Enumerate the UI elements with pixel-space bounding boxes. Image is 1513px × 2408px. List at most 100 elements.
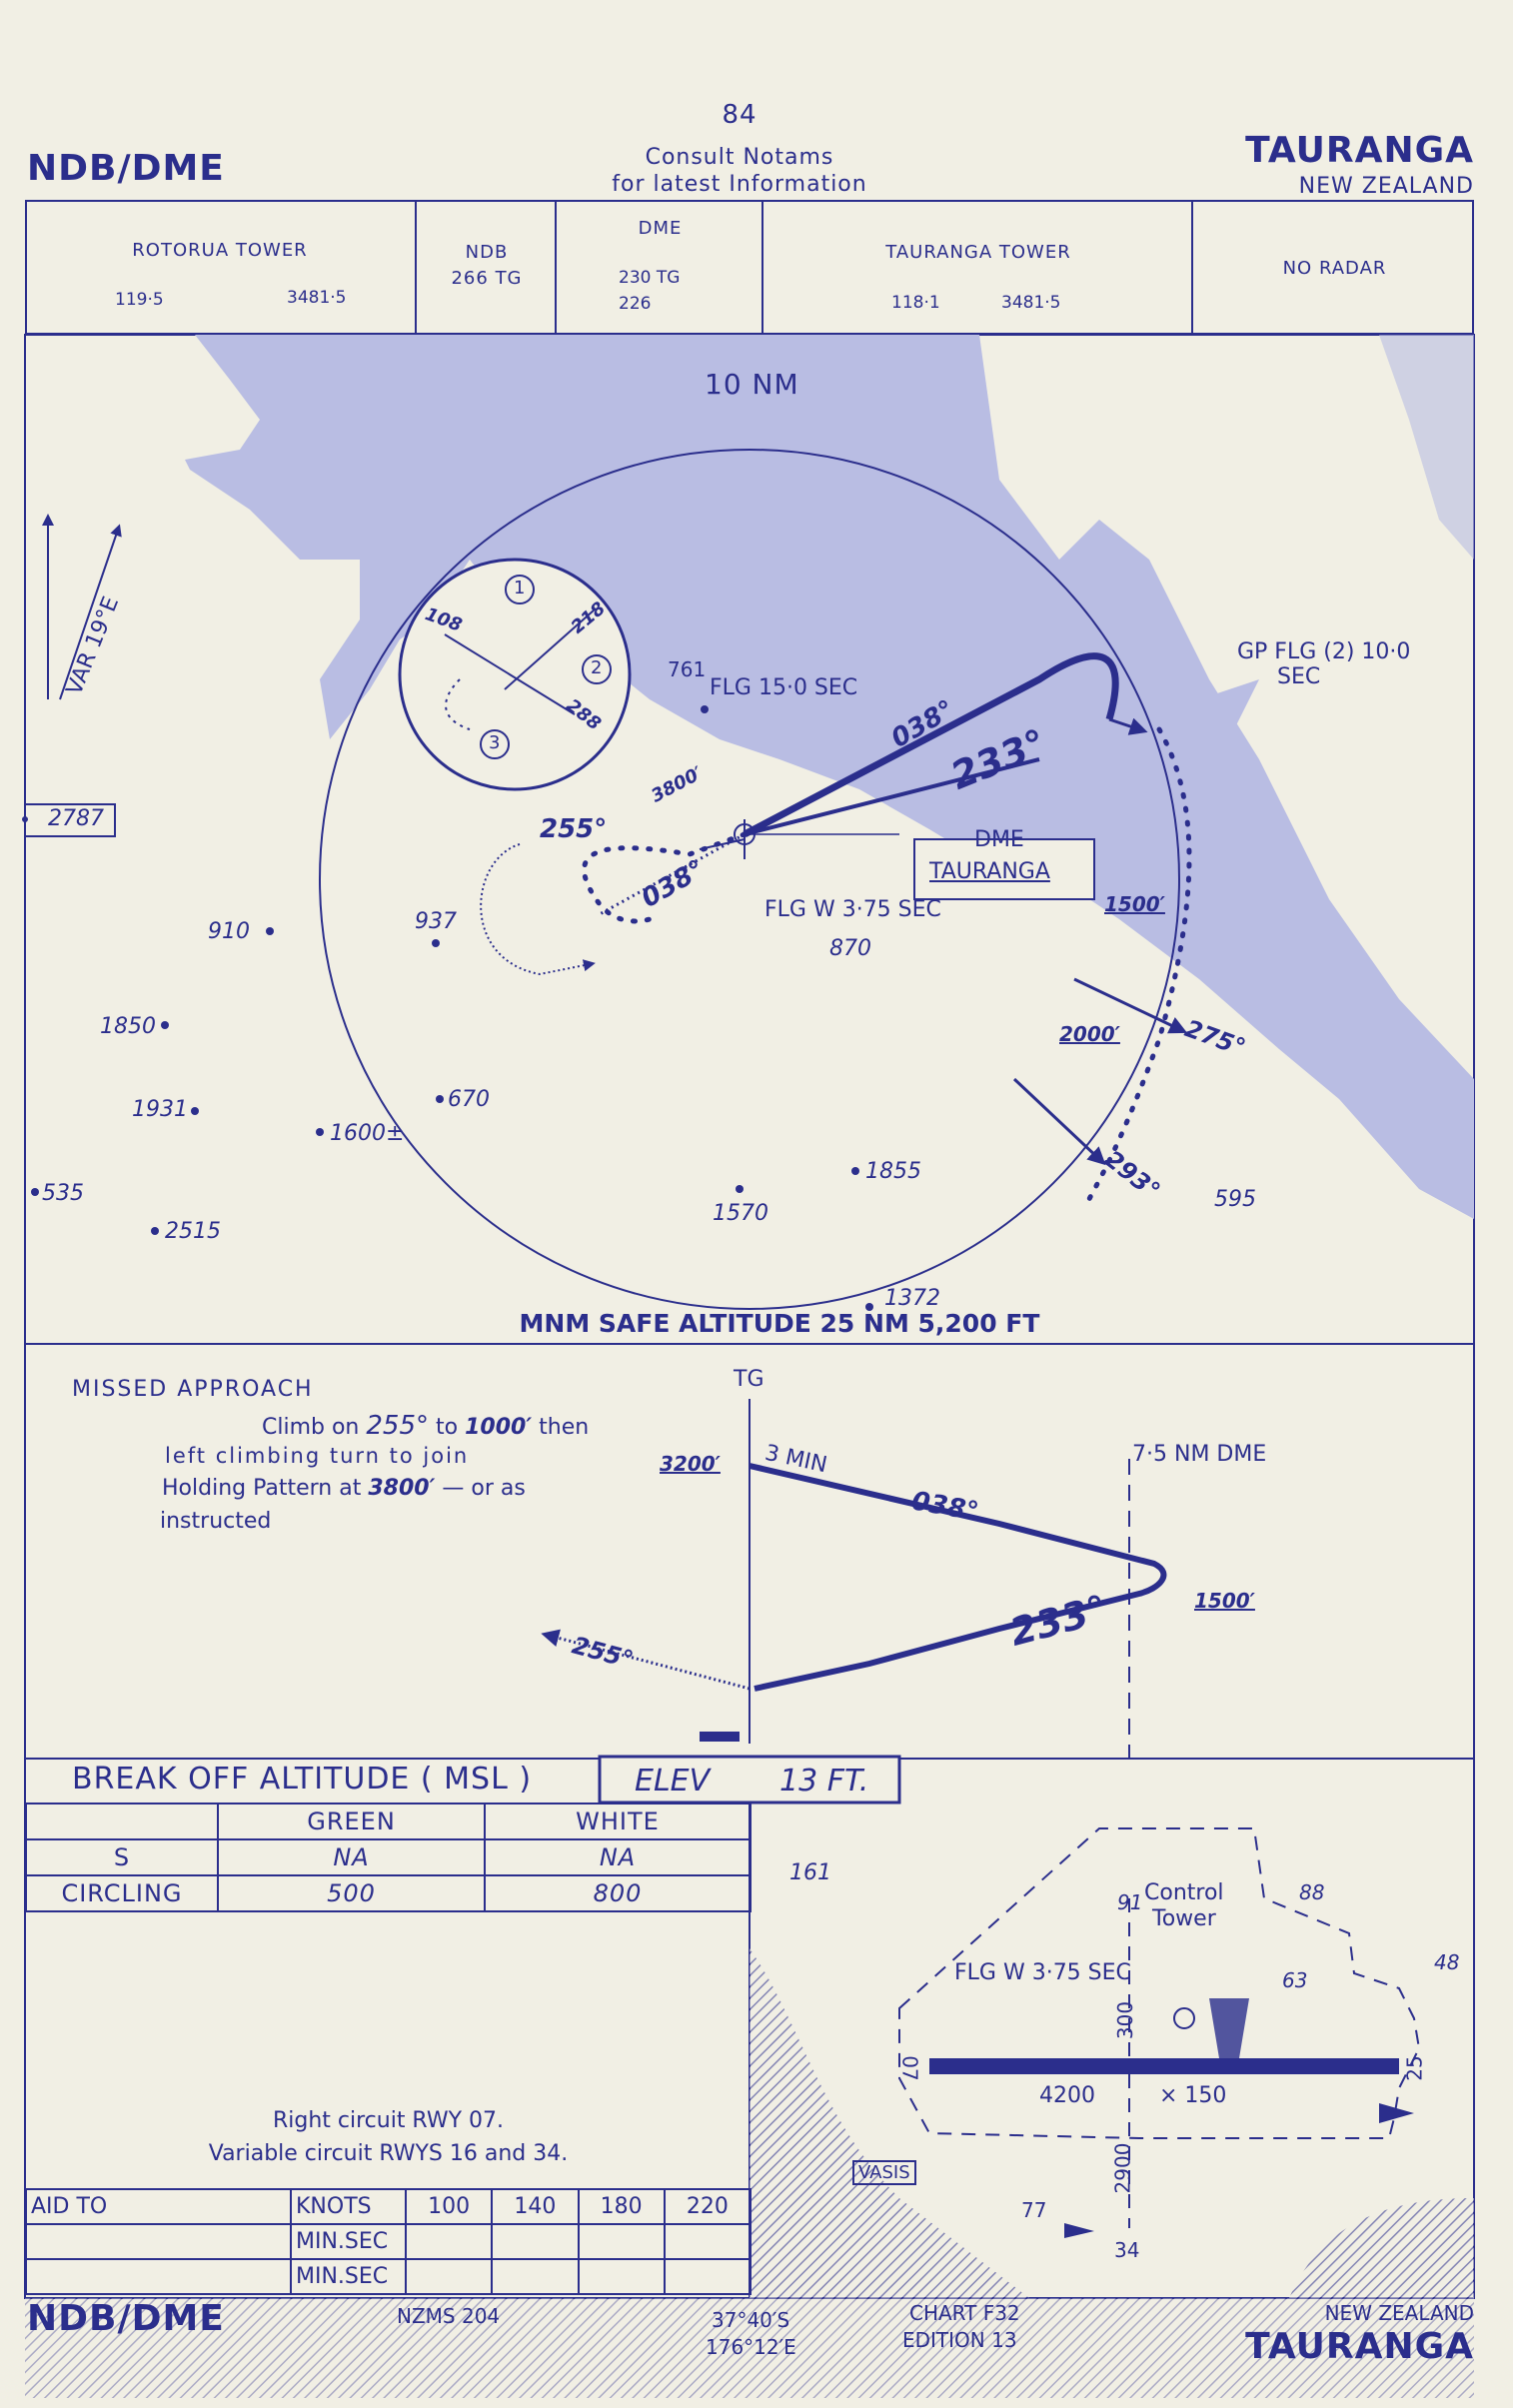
aid-row-1-minsec: MIN.SEC — [290, 2223, 407, 2260]
dim-4200: 4200 — [1039, 2083, 1095, 2108]
footer-airport: TAURANGA — [1245, 2326, 1474, 2367]
speed-140: 140 — [491, 2188, 580, 2225]
col-green: GREEN — [217, 1803, 486, 1840]
footer-chart: CHART F32 — [909, 2301, 1020, 2325]
spot-1855: 1855 — [865, 1159, 921, 1184]
footer-map-ref: NZMS 204 — [397, 2304, 501, 2328]
rwy-34: 34 — [1114, 2238, 1140, 2262]
break-off-header-row: GREEN WHITE — [25, 1803, 752, 1840]
tauranga-tower-freq1: 118·1 — [891, 293, 940, 313]
aero-161: 161 — [789, 1860, 831, 1885]
course-255: 255° — [540, 814, 608, 844]
flg-15-label: FLG 15·0 SEC — [710, 675, 858, 700]
footer-country: NEW ZEALAND — [1324, 2301, 1474, 2325]
aid-row-1-cell — [404, 2223, 494, 2260]
aid-row-2: MIN.SEC — [25, 2258, 753, 2295]
aid-knots: KNOTS — [290, 2188, 407, 2225]
row-s-green: NA — [217, 1838, 486, 1876]
tauranga-tower-name: TAURANGA TOWER — [885, 242, 1071, 263]
dim-300: 300 — [1113, 2000, 1138, 2040]
dme-station: TAURANGA — [929, 859, 1050, 884]
aid-row-1-empty — [25, 2223, 292, 2260]
spot-937: 937 — [415, 909, 457, 934]
speed-100: 100 — [404, 2188, 494, 2225]
gp-flg-label: GP FLG (2) 10·0 — [1237, 639, 1411, 664]
ma-line-1: Climb on 255° to 1000′ then — [262, 1411, 590, 1441]
runway-07-25 — [929, 2058, 1399, 2074]
footer-edition: EDITION 13 — [902, 2328, 1017, 2352]
break-off-row-circling: CIRCLING 500 800 — [25, 1874, 752, 1912]
spot-1850: 1850 — [100, 1014, 156, 1039]
dme-value-1: 230 TG — [619, 268, 681, 288]
spot-1931: 1931 — [132, 1097, 188, 1122]
tauranga-tower-freq2: 3481·5 — [1001, 293, 1061, 313]
control-tower-1: Control — [1144, 1880, 1224, 1905]
notice-line-2: for latest Information — [612, 172, 867, 197]
elev-value: 13 FT. — [779, 1764, 869, 1799]
spot-1570: 1570 — [713, 1201, 768, 1226]
ma-title: MISSED APPROACH — [72, 1377, 314, 1402]
rotorua-tower-name: ROTORUA TOWER — [132, 240, 308, 261]
circuit-line-1: Right circuit RWY 07. — [272, 2108, 505, 2133]
radar-cell: NO RADAR — [1191, 200, 1476, 335]
holding-entry-2: 2 — [591, 657, 603, 678]
aid-row-2-cell — [577, 2258, 666, 2295]
msa-label: MNM SAFE ALTITUDE 25 NM 5,200 FT — [519, 1309, 1040, 1338]
radar-name: NO RADAR — [1282, 258, 1387, 279]
profile-dme-75: 7·5 NM DME — [1132, 1442, 1267, 1467]
spot-535: 535 — [42, 1181, 84, 1206]
header-procedure: NDB/DME — [27, 148, 225, 189]
break-off-corner — [25, 1803, 219, 1840]
row-circling-green: 500 — [217, 1874, 486, 1912]
row-circling-label: CIRCLING — [25, 1874, 219, 1912]
dme-cell: DME 230 TG 226 — [555, 200, 763, 335]
footer-lon: 176°12′E — [706, 2335, 796, 2359]
aid-row-1-cell — [663, 2223, 753, 2260]
tauranga-tower-cell: TAURANGA TOWER 118·1 3481·5 — [761, 200, 1193, 335]
range-ring-10nm — [319, 449, 1180, 1310]
profile-alt-3200: 3200′ — [660, 1452, 721, 1476]
row-s-label: S — [25, 1838, 219, 1876]
spot-2515: 2515 — [165, 1219, 221, 1244]
aero-77: 77 — [1021, 2198, 1047, 2222]
break-off-table: GREEN WHITE S NA NA CIRCLING 500 800 — [25, 1803, 752, 1912]
spot-height-dots — [22, 705, 873, 1311]
aid-row-1: MIN.SEC — [25, 2223, 753, 2260]
aero-91: 91 — [1117, 1890, 1143, 1914]
alt-2000: 2000′ — [1059, 1022, 1120, 1046]
row-s-white: NA — [484, 1838, 752, 1876]
box-elevation: 2787 — [48, 806, 104, 831]
notice-line-1: Consult Notams — [645, 145, 834, 170]
spot-910: 910 — [208, 919, 250, 944]
aid-row-1-cell — [577, 2223, 666, 2260]
spot-870: 870 — [829, 936, 871, 961]
vasis-label: VASIS — [852, 2160, 916, 2185]
ma-line-2: left climbing turn to join — [165, 1444, 470, 1468]
col-white: WHITE — [484, 1803, 752, 1840]
land-plan — [185, 335, 1474, 1219]
beacon-obstacle: 761 — [668, 657, 707, 681]
footer-procedure: NDB/DME — [27, 2298, 225, 2339]
dme-label: DME — [974, 827, 1024, 852]
holding-entry-1: 1 — [514, 578, 526, 599]
aid-to: AID TO — [25, 2188, 292, 2225]
break-off-row-s: S NA NA — [25, 1838, 752, 1876]
profile-tg: TG — [734, 1367, 764, 1392]
aid-row-2-cell — [491, 2258, 580, 2295]
aero-48: 48 — [1434, 1950, 1460, 1974]
ma-line-3: Holding Pattern at 3800′ — or as — [162, 1476, 526, 1501]
rwy-25: 25 — [1402, 2055, 1427, 2081]
dme-name: DME — [638, 218, 683, 239]
rotorua-tower-freq2: 3481·5 — [287, 288, 347, 308]
row-circling-white: 800 — [484, 1874, 752, 1912]
holding-inset — [398, 558, 632, 791]
aid-row-1-cell — [491, 2223, 580, 2260]
aid-row-2-cell — [663, 2258, 753, 2295]
break-off-title: BREAK OFF ALTITUDE ( MSL ) — [72, 1762, 533, 1797]
circuit-line-2: Variable circuit RWYS 16 and 34. — [208, 2141, 569, 2166]
rwy-07: 07 — [897, 2055, 922, 2081]
speed-180: 180 — [577, 2188, 666, 2225]
spot-595: 595 — [1214, 1187, 1256, 1212]
alt-1500: 1500′ — [1104, 892, 1165, 916]
profile-alt-1500: 1500′ — [1194, 1589, 1255, 1613]
